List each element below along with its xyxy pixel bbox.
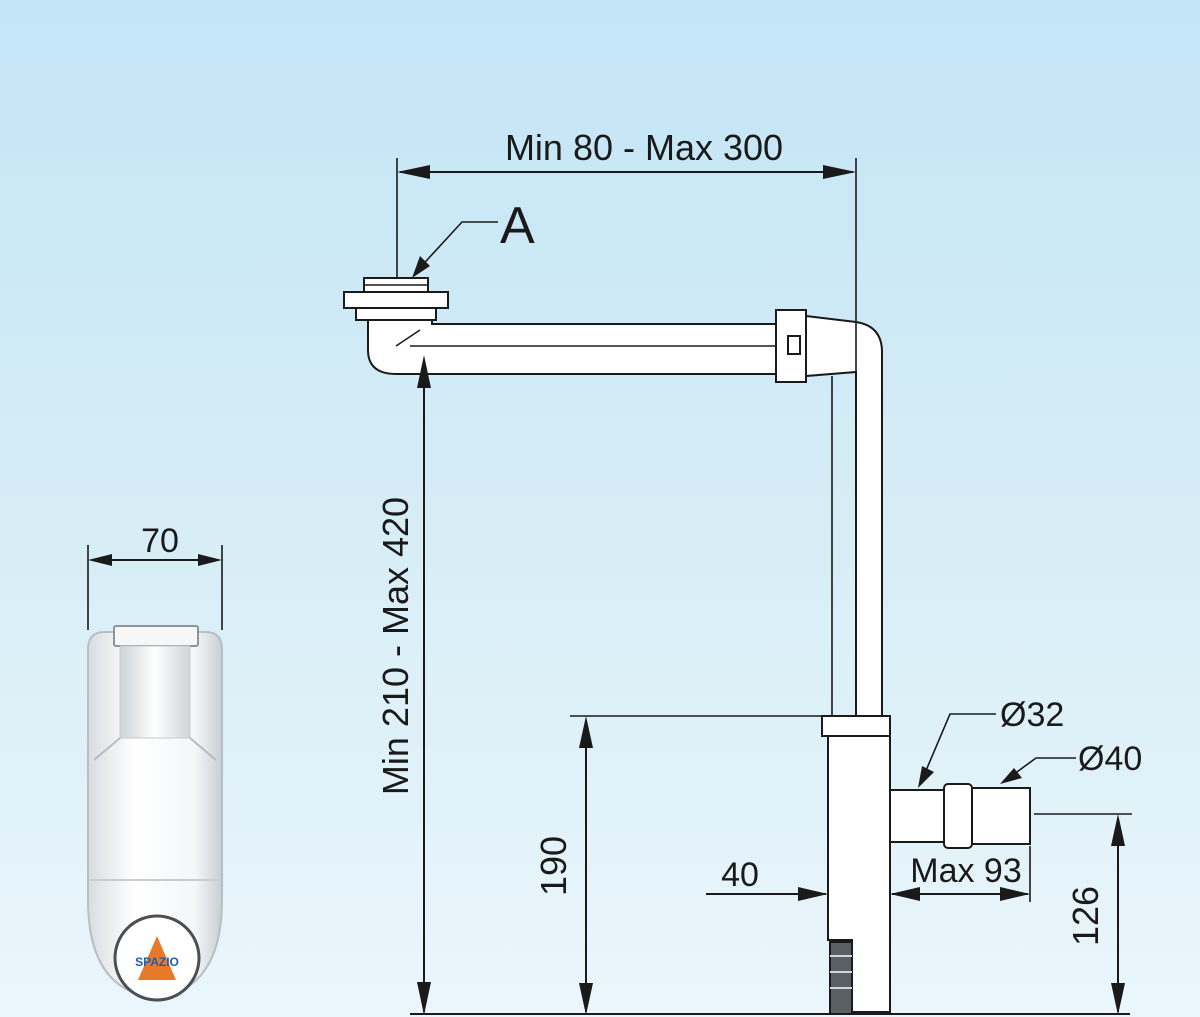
callout-diameter-32: Ø32 [918,696,1064,788]
outlet-stub [889,789,945,843]
trap-collar [821,715,891,737]
cleanout-cap [829,941,853,1015]
trap-inner-pipe [119,645,191,739]
dimension-outlet-height: 126 [1034,813,1132,1015]
arm-elbow-down [805,314,883,717]
diameter-32-label: Ø32 [1000,696,1064,734]
height-range-label: Min 210 - Max 420 [375,497,416,795]
trap-front [821,715,1031,1015]
dimension-top-width: Min 80 - Max 300 [396,127,857,325]
diameter-40-label: Ø40 [1078,740,1142,778]
inlet-fitting [343,277,449,321]
callout-diameter-40: Ø40 [1000,740,1142,784]
logo-text: SPAZIO [135,955,179,969]
top-width-label: Min 80 - Max 300 [505,127,783,168]
logo-mark [138,936,176,980]
inlet-nut [355,307,437,321]
inlet-flange [343,291,449,309]
outlet-ring [943,783,973,849]
dimension-side-width: 70 [87,522,223,630]
callout-a: A [412,197,535,278]
offset-label: 40 [721,856,759,894]
outlet-pipe [971,787,1031,845]
side-width-label: 70 [141,522,179,560]
dimension-trap-height: 190 [533,715,822,1015]
dimension-outlet-length: Max 93 [890,846,1031,902]
elbow-and-arm [367,319,777,375]
trap-shoulder [93,737,217,761]
outlet-height-label: 126 [1065,886,1106,946]
outlet-length-label: Max 93 [910,852,1022,890]
side-view-trap: SPAZIO [87,625,223,1002]
horizontal-arm [367,309,883,717]
arm-screw [787,335,801,355]
trap-top-cap [113,625,199,647]
dimension-height-range: Min 210 - Max 420 [375,355,431,1015]
callout-a-label: A [500,197,535,255]
trap-height-label: 190 [533,836,574,896]
dimension-offset: 40 [706,856,828,901]
